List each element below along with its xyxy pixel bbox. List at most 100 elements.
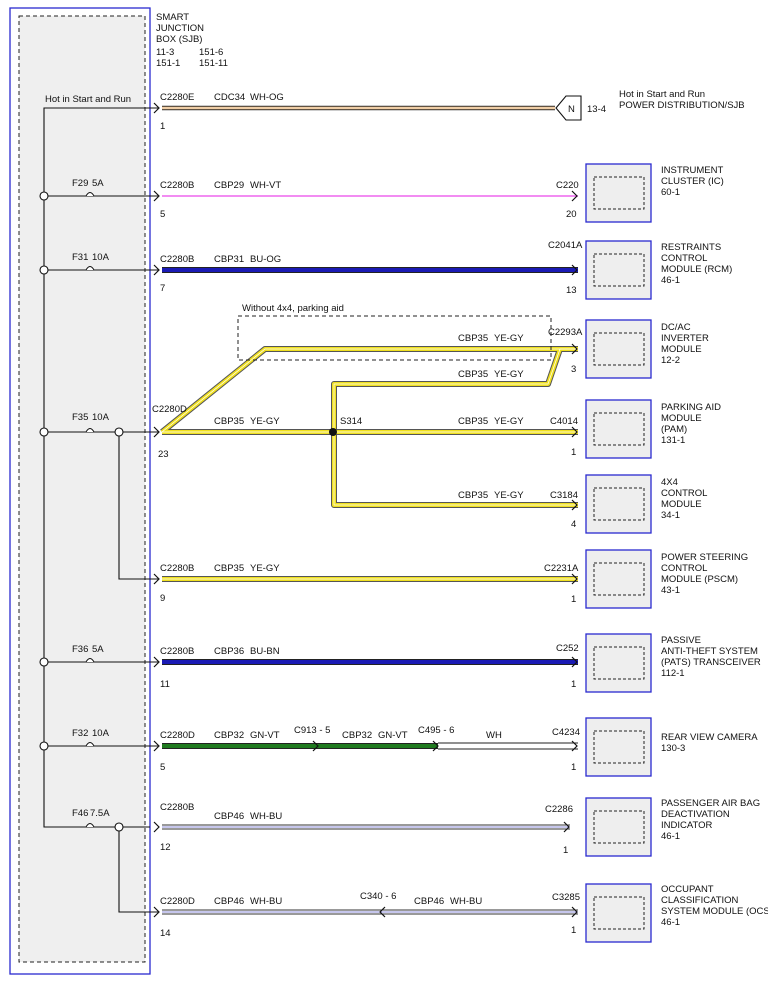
circuit-label: CBP35 [214, 563, 244, 574]
junctions [39, 191, 124, 832]
svg-text:CLASSIFICATION: CLASSIFICATION [661, 895, 739, 906]
fuse-branches [44, 195, 158, 913]
circuit-label: CBP36 [214, 646, 244, 657]
connector-label: C2280B [160, 563, 194, 574]
svg-text:REAR VIEW CAMERA: REAR VIEW CAMERA [661, 732, 758, 743]
fuse-amp: 10A [92, 412, 110, 423]
pin-label: 1 [571, 679, 576, 690]
pin-label: 4 [571, 519, 576, 530]
circuit-label: CBP32 [214, 730, 244, 741]
fuse-label: F36 [72, 644, 88, 655]
pin-label: 12 [160, 842, 171, 853]
fuse-icon [85, 191, 95, 197]
sjb-ref: 151-1 [156, 58, 180, 69]
hot-label: Hot in Start and Run [45, 94, 131, 105]
fuse-icon [85, 741, 95, 747]
module-ocsm: OCCUPANT CLASSIFICATION SYSTEM MODULE (O… [585, 883, 768, 943]
svg-text:DC/AC: DC/AC [661, 322, 691, 333]
connector-label: C2280D [152, 404, 187, 415]
connector-label: C4014 [550, 416, 578, 427]
color-label: WH-BU [450, 896, 482, 907]
sjb-ref: 151-11 [199, 58, 228, 69]
module-pad: PASSENGER AIR BAG DEACTIVATION INDICATOR… [585, 797, 760, 857]
svg-text:46-1: 46-1 [661, 831, 680, 842]
module-pam: PARKING AID MODULE (PAM) 131-1 [585, 399, 721, 459]
fuse-label: F29 [72, 178, 88, 189]
pin-label: 7 [160, 283, 165, 294]
sjb-title-line: BOX (SJB) [156, 34, 202, 45]
module-rvc: REAR VIEW CAMERA 130-3 [585, 717, 758, 777]
fuse-label: F32 [72, 728, 88, 739]
inline-connector-label: C495 - 6 [418, 725, 454, 736]
pin-label: 1 [160, 121, 165, 132]
fuse-amp: 10A [92, 252, 110, 263]
pin-label: 14 [160, 928, 171, 939]
sjb-ref: 11-3 [156, 47, 174, 58]
power-ref-letter: N [568, 104, 575, 115]
svg-text:60-1: 60-1 [661, 187, 680, 198]
inline-connector-label: C340 - 6 [360, 891, 396, 902]
connector-label: C2041A [548, 240, 583, 251]
svg-text:OCCUPANT: OCCUPANT [661, 884, 714, 895]
option-box [237, 315, 552, 361]
svg-text:POWER STEERING: POWER STEERING [661, 552, 748, 563]
color-label: WH-BU [250, 896, 282, 907]
connector-chevrons [153, 102, 578, 918]
pin-label: 5 [160, 762, 165, 773]
svg-text:MODULE (RCM): MODULE (RCM) [661, 264, 732, 275]
svg-text:46-1: 46-1 [661, 275, 680, 286]
junction-circle [114, 822, 124, 832]
power-ref-page: 13-4 [587, 104, 606, 115]
circuit-label: CBP35 [458, 416, 488, 427]
connector-label: C2280B [160, 802, 194, 813]
svg-text:PASSIVE: PASSIVE [661, 635, 701, 646]
svg-text:131-1: 131-1 [661, 435, 685, 446]
modules: INSTRUMENT CLUSTER (IC) 60-1 RESTRAINTS … [585, 163, 768, 943]
pin-label: 23 [158, 449, 169, 460]
svg-text:112-1: 112-1 [661, 668, 685, 679]
module-pats: PASSIVE ANTI-THEFT SYSTEM (PATS) TRANSCE… [585, 633, 761, 693]
sjb-title-line: SMART [156, 12, 189, 23]
fuse-amp: 5A [92, 644, 104, 655]
pin-label: 13 [566, 285, 577, 296]
color-label: BU-BN [250, 646, 280, 657]
connector-label: C3285 [552, 892, 580, 903]
pin-label: 20 [566, 209, 577, 220]
fuse-labels: F29 5A F31 10A F35 10A F36 5A F32 10A F4… [72, 178, 110, 819]
module-ic: INSTRUMENT CLUSTER (IC) 60-1 [585, 163, 724, 223]
svg-text:DEACTIVATION: DEACTIVATION [661, 809, 730, 820]
color-label: YE-GY [250, 416, 280, 427]
color-label: YE-GY [494, 416, 524, 427]
svg-text:(PAM): (PAM) [661, 424, 687, 435]
connector-label: C2280D [160, 730, 195, 741]
circuit-label: CBP35 [458, 490, 488, 501]
color-label: GN-VT [250, 730, 280, 741]
splice-dot [329, 428, 337, 436]
circuit-label: CBP32 [342, 730, 372, 741]
fuse-icon [85, 265, 95, 271]
color-label: GN-VT [378, 730, 408, 741]
svg-text:130-3: 130-3 [661, 743, 685, 754]
svg-text:RESTRAINTS: RESTRAINTS [661, 242, 721, 253]
option-label: Without 4x4, parking aid [242, 303, 344, 314]
sjb-outer-box [9, 7, 151, 975]
power-ref-tag [555, 95, 582, 121]
svg-text:MODULE: MODULE [661, 413, 702, 424]
circuit-label: CBP35 [458, 333, 488, 344]
svg-text:INVERTER: INVERTER [661, 333, 709, 344]
svg-text:CONTROL: CONTROL [661, 563, 707, 574]
svg-text:43-1: 43-1 [661, 585, 680, 596]
svg-text:INSTRUMENT: INSTRUMENT [661, 165, 723, 176]
pin-label: 11 [160, 679, 170, 690]
svg-text:CONTROL: CONTROL [661, 488, 707, 499]
connector-label: C252 [556, 643, 579, 654]
pin-label: 1 [571, 925, 576, 936]
fuse-icon [85, 657, 95, 663]
fuse-icon [85, 427, 95, 433]
connector-label: C2280E [160, 92, 194, 103]
svg-text:34-1: 34-1 [661, 510, 680, 521]
connector-label: C220 [556, 180, 579, 191]
pin-label: 1 [563, 845, 568, 856]
fuse-label: F35 [72, 412, 88, 423]
circuit-label: CBP35 [214, 416, 244, 427]
